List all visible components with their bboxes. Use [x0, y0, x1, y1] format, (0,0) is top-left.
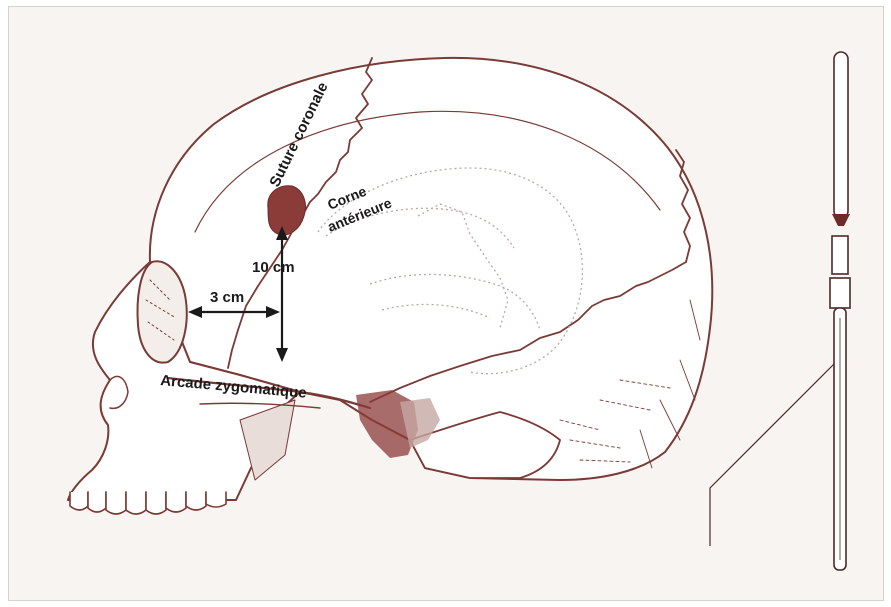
needle-collar: [832, 236, 848, 274]
needle-leader-line: [710, 364, 834, 546]
distance-horizontal-label: 3 cm: [210, 289, 244, 306]
skull: [68, 58, 712, 514]
needle-grip: [830, 278, 850, 308]
distance-vertical-label: 10 cm: [252, 259, 295, 276]
needle-instrument: [830, 52, 850, 570]
needle-hub-top: [834, 52, 848, 218]
needle-hub-taper: [832, 214, 850, 226]
teeth: [70, 492, 226, 514]
